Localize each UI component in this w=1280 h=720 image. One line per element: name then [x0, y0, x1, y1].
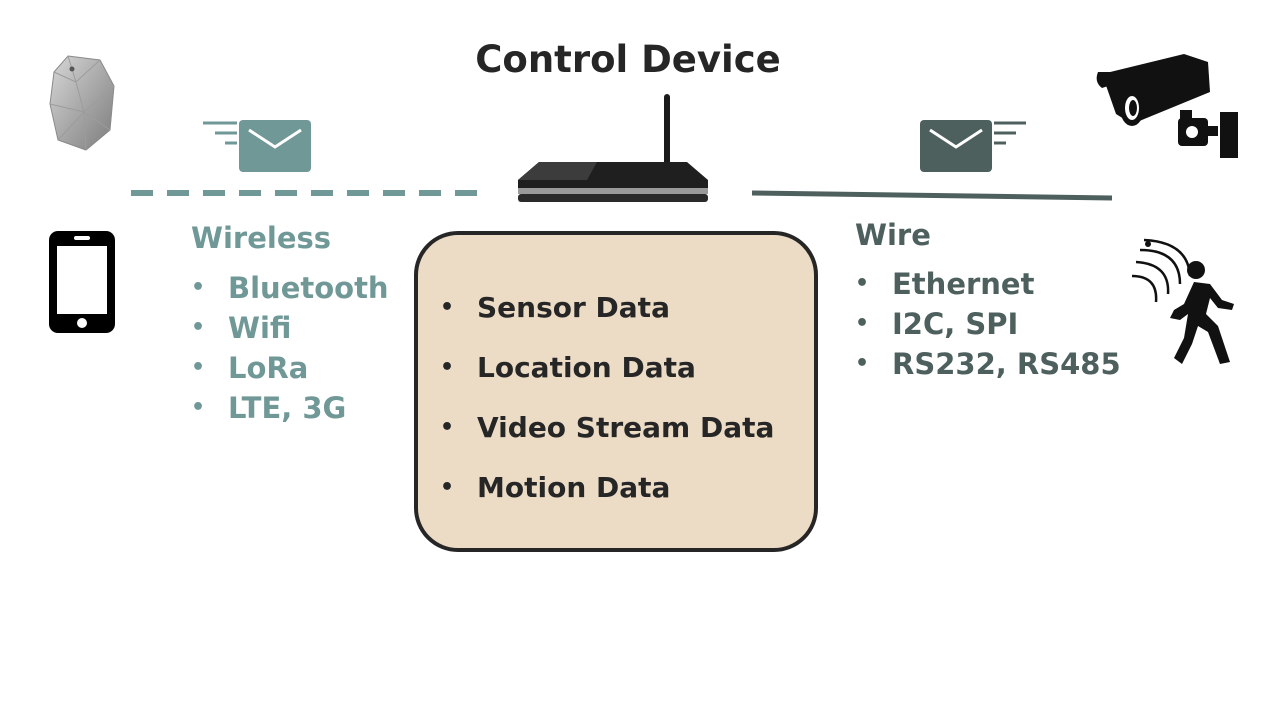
data-item-video-stream: Video Stream Data	[440, 398, 774, 458]
security-camera-icon	[1096, 54, 1238, 158]
data-list: Sensor Data Location Data Video Stream D…	[440, 278, 774, 518]
wireless-list: Bluetooth Wifi LoRa LTE, 3G	[191, 268, 389, 428]
wire-item-ethernet: Ethernet	[855, 264, 1121, 304]
router-icon	[518, 94, 708, 202]
envelope-icon	[203, 120, 311, 172]
data-item-location: Location Data	[440, 338, 774, 398]
data-item-sensor: Sensor Data	[440, 278, 774, 338]
data-item-motion: Motion Data	[440, 458, 774, 518]
wireless-item-lte: LTE, 3G	[191, 388, 389, 428]
wireless-item-lora: LoRa	[191, 348, 389, 388]
wireless-heading: Wireless	[191, 221, 332, 255]
wire-item-i2c-spi: I2C, SPI	[855, 304, 1121, 344]
diagram-title: Control Device	[475, 38, 781, 81]
motion-sensor-icon	[1131, 238, 1234, 364]
wire-item-rs232-rs485: RS232, RS485	[855, 344, 1121, 384]
smartphone-icon	[49, 231, 115, 333]
envelope-icon	[920, 120, 1026, 172]
wireless-item-bluetooth: Bluetooth	[191, 268, 389, 308]
wire-heading: Wire	[855, 218, 931, 252]
wire-list: Ethernet I2C, SPI RS232, RS485	[855, 264, 1121, 384]
beacon-icon	[49, 55, 115, 151]
wireless-item-wifi: Wifi	[191, 308, 389, 348]
